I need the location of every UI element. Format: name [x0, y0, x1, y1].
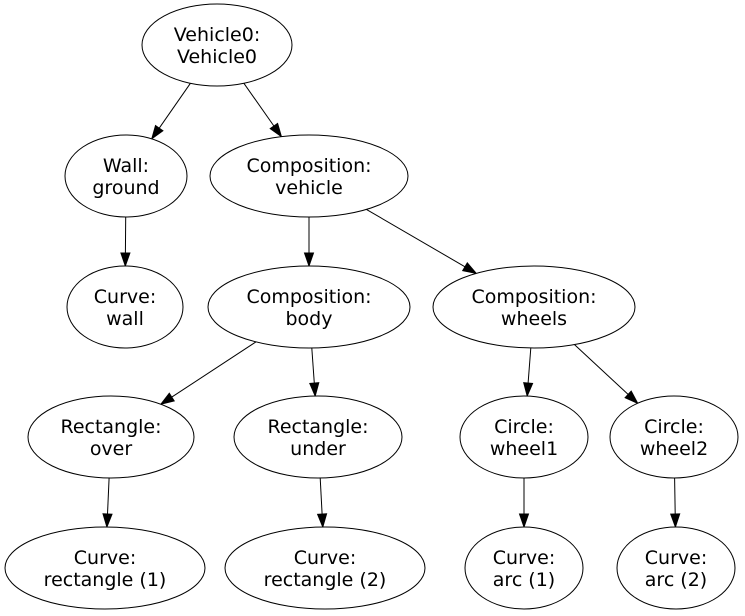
edge-arrowhead-icon — [309, 382, 320, 398]
graph-node-curve-arc-1: Curve:arc (1) — [464, 526, 584, 610]
graph-edge-composition-wheels-to-circle-wheel2 — [574, 344, 639, 405]
edge-arrowhead-icon — [523, 382, 534, 398]
edge-line — [311, 347, 315, 384]
node-label: Rectangle:under — [267, 416, 368, 460]
edge-arrowhead-icon — [518, 513, 530, 529]
edge-line — [574, 344, 629, 395]
edge-line — [527, 347, 532, 384]
graph-node-wall-ground: Wall:ground — [64, 134, 188, 218]
graph-edge-rectangle-under-to-curve-rectangle-2 — [316, 477, 328, 529]
edge-arrowhead-icon — [624, 390, 639, 405]
edge-line — [319, 477, 323, 515]
graph-node-composition-vehicle: Composition:vehicle — [209, 134, 409, 218]
node-ellipse — [209, 134, 409, 218]
node-ellipse — [141, 3, 293, 87]
node-label: Circle:wheel2 — [640, 416, 708, 460]
edge-arrowhead-icon — [303, 252, 315, 268]
node-ellipse — [609, 395, 739, 479]
graph-edge-circle-wheel2-to-curve-arc-2 — [669, 477, 681, 529]
edge-line — [243, 83, 275, 127]
node-label: Curve:arc (1) — [493, 547, 555, 591]
node-ellipse — [64, 134, 188, 218]
edge-arrowhead-icon — [461, 262, 478, 275]
graph-edge-composition-body-to-rectangle-under — [309, 347, 320, 398]
node-ellipse — [432, 265, 636, 349]
node-ellipse — [27, 395, 195, 479]
edge-arrowhead-icon — [316, 513, 328, 529]
graph-node-circle-wheel2: Circle:wheel2 — [609, 395, 739, 479]
node-label: Vehicle0:Vehicle0 — [174, 24, 260, 68]
graph-edge-circle-wheel1-to-curve-arc-1 — [518, 478, 530, 529]
graph-edge-composition-vehicle-to-composition-wheels — [366, 208, 478, 275]
graph-node-composition-body: Composition:body — [207, 265, 411, 349]
graph-node-curve-wall: Curve:wall — [66, 265, 184, 349]
graph-node-rectangle-under: Rectangle:under — [233, 395, 403, 479]
graph-node-curve-rectangle-2: Curve:rectangle (2) — [224, 526, 426, 610]
edge-arrowhead-icon — [669, 513, 681, 529]
node-label: Composition:vehicle — [246, 155, 371, 199]
graph-node-rectangle-over: Rectangle:over — [27, 395, 195, 479]
node-label: Curve:arc (2) — [645, 547, 707, 591]
node-ellipse — [233, 395, 403, 479]
edge-arrowhead-icon — [102, 513, 113, 529]
node-label: Wall:ground — [92, 155, 159, 199]
node-label: Composition:wheels — [471, 286, 596, 330]
edge-arrowhead-icon — [120, 252, 131, 268]
node-ellipse — [464, 526, 584, 610]
graph-node-curve-arc-2: Curve:arc (2) — [616, 526, 736, 610]
edge-arrowhead-icon — [150, 124, 164, 141]
node-ellipse — [616, 526, 736, 610]
edges-layer — [102, 83, 681, 529]
graph-node-composition-wheels: Composition:wheels — [432, 265, 636, 349]
nodes-layer: Vehicle0:Vehicle0Wall:groundComposition:… — [4, 3, 739, 610]
node-label: Composition:body — [246, 286, 371, 330]
graph-edge-rectangle-over-to-curve-rectangle-1 — [102, 477, 113, 529]
node-ellipse — [224, 526, 426, 610]
node-label: Curve:rectangle (1) — [44, 547, 167, 591]
node-label: Circle:wheel1 — [490, 416, 558, 460]
node-ellipse — [4, 526, 206, 610]
node-label: Curve:rectangle (2) — [264, 547, 387, 591]
node-ellipse — [207, 265, 411, 349]
graph-node-vehicle0: Vehicle0:Vehicle0 — [141, 3, 293, 87]
node-ellipse — [459, 395, 589, 479]
node-label: Curve:wall — [94, 286, 156, 330]
edge-line — [366, 208, 466, 268]
graph-node-curve-rectangle-1: Curve:rectangle (1) — [4, 526, 206, 610]
edge-line — [107, 477, 110, 515]
edge-arrowhead-icon — [269, 122, 283, 138]
edge-line — [171, 341, 257, 398]
graph-edge-composition-wheels-to-circle-wheel1 — [523, 347, 534, 398]
node-ellipse — [66, 265, 184, 349]
edge-line — [158, 83, 191, 129]
graph-node-circle-wheel1: Circle:wheel1 — [459, 395, 589, 479]
node-label: Rectangle:over — [60, 416, 161, 460]
graph-edge-vehicle0-to-composition-vehicle — [243, 83, 283, 138]
edge-line — [674, 477, 676, 515]
graph-edge-vehicle0-to-wall-ground — [150, 83, 191, 141]
graph-edge-composition-vehicle-to-composition-body — [303, 217, 315, 268]
graph-edge-wall-ground-to-curve-wall — [120, 216, 131, 268]
edge-arrowhead-icon — [159, 392, 175, 406]
graph-edge-composition-body-to-rectangle-over — [159, 341, 257, 406]
